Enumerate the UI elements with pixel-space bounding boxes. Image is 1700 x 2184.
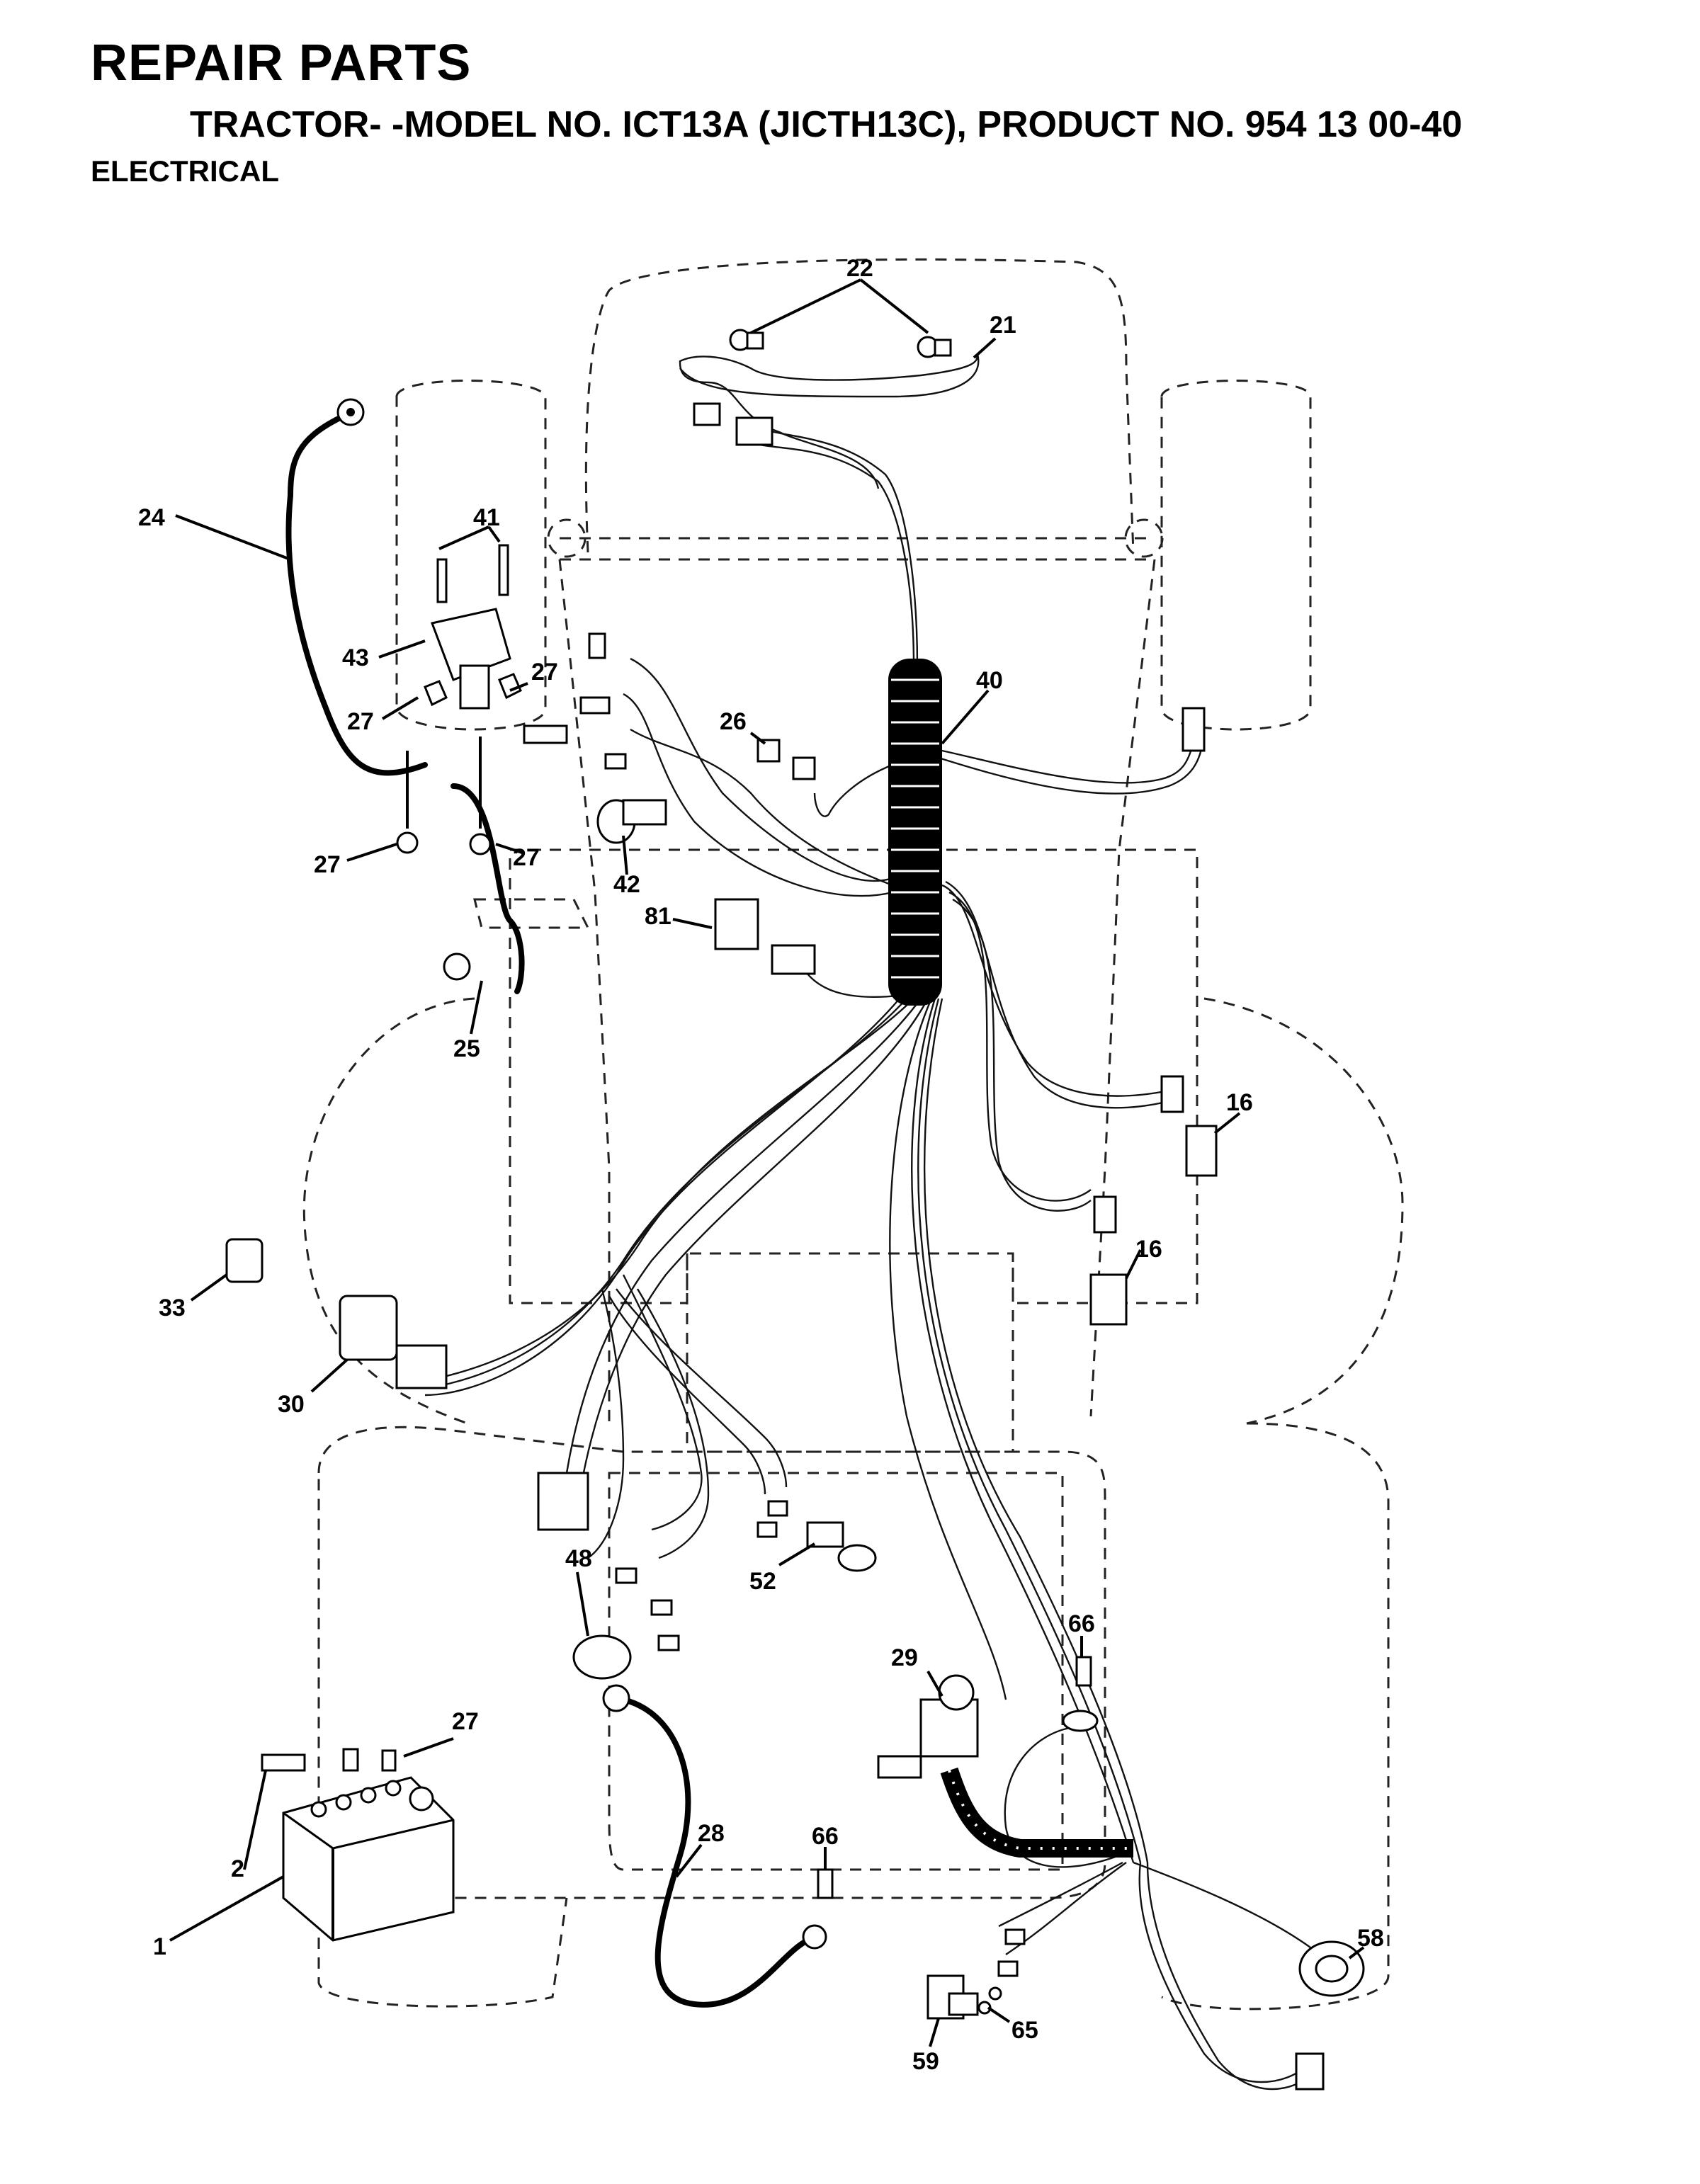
callout-40: 40 <box>976 667 1003 694</box>
callout-58: 58 <box>1357 1925 1384 1952</box>
alarm-58 <box>1298 1940 1365 1997</box>
rear-connector <box>1295 2052 1325 2091</box>
callout-52: 52 <box>749 1568 776 1595</box>
fuse-holder-42 <box>596 799 667 844</box>
switch-16-upper <box>1185 1125 1218 1177</box>
conduit-40 <box>888 659 942 1006</box>
ignition-key-33 <box>225 1238 264 1283</box>
ground-cable-28 <box>602 1684 827 2008</box>
callout-25: 25 <box>453 1035 480 1062</box>
section-label: ELECTRICAL <box>91 154 279 188</box>
callout-66-a: 66 <box>1068 1610 1095 1637</box>
ignition-switch-30 <box>339 1295 398 1361</box>
page-title: REPAIR PARTS <box>91 35 472 91</box>
left-front-wheel <box>395 380 547 731</box>
battery-clamp <box>342 1748 359 1772</box>
wire-harness <box>424 423 1311 2091</box>
headlight-connector <box>735 416 774 446</box>
switch-16-lower-plug <box>1093 1195 1117 1234</box>
callout-27-c: 27 <box>314 851 341 878</box>
connector-52 <box>806 1521 844 1548</box>
fuse-48 <box>572 1634 632 1680</box>
front-axle <box>560 537 1155 561</box>
bolt-66-upper <box>1075 1656 1092 1687</box>
left-rear-wheel <box>317 1897 568 2008</box>
callout-27-e: 27 <box>452 1708 479 1735</box>
callout-22: 22 <box>846 255 873 282</box>
right-rear-fender <box>1203 997 1404 1425</box>
terminal-a <box>588 632 606 659</box>
ignition-switch-plug <box>395 1344 448 1389</box>
callout-27-b: 27 <box>347 708 374 735</box>
callout-27-a: 27 <box>531 659 558 686</box>
callout-16-a: 16 <box>1226 1089 1253 1116</box>
tractor-outline <box>302 258 1404 2010</box>
terminal-d <box>604 753 627 770</box>
bolt-66-lower <box>817 1868 834 1899</box>
callout-48: 48 <box>565 1545 592 1572</box>
callout-labels: 22 21 24 41 43 27 27 27 27 40 26 42 81 2… <box>138 255 1384 2075</box>
battery-bolt-2 <box>261 1753 306 1772</box>
harness-connector-block <box>537 1472 589 1531</box>
diode-26-a <box>756 739 781 763</box>
callout-59: 59 <box>912 2048 939 2075</box>
nut-27-right <box>469 833 492 855</box>
switch-connector-right <box>1182 707 1206 752</box>
callout-65: 65 <box>1012 2017 1038 2044</box>
headlight-assembly <box>679 329 980 489</box>
callout-28: 28 <box>698 1820 725 1847</box>
callout-43: 43 <box>342 644 369 671</box>
hood-outline <box>584 258 1135 553</box>
callout-29: 29 <box>891 1644 918 1671</box>
callout-24: 24 <box>138 504 165 531</box>
ground-cable-24 <box>285 398 428 776</box>
seat-deck <box>317 1426 1106 1899</box>
right-front-wheel <box>1160 380 1312 731</box>
model-subtitle: TRACTOR- -MODEL NO. ICT13A (JICTH13C), P… <box>190 104 1463 145</box>
callout-2: 2 <box>231 1855 244 1882</box>
callout-16-b: 16 <box>1135 1236 1162 1263</box>
frame-body <box>509 848 1198 1304</box>
relay-81-socket <box>771 944 816 975</box>
frame-center <box>686 1253 1014 1453</box>
callout-33: 33 <box>159 1295 186 1321</box>
rear-coil-conduit <box>940 1767 1133 1858</box>
right-spindle <box>1124 518 1164 558</box>
solenoid-43 <box>424 544 522 710</box>
page-header: REPAIR PARTS TRACTOR- -MODEL NO. ICT13A … <box>0 0 1700 198</box>
callout-27-d: 27 <box>513 844 540 871</box>
battery-1 <box>282 1776 455 1942</box>
relay-81 <box>714 898 759 950</box>
callout-1: 1 <box>153 1933 166 1960</box>
diode-26-b <box>792 756 816 780</box>
callout-26: 26 <box>720 708 747 735</box>
callout-66-b: 66 <box>812 1823 839 1850</box>
callout-30: 30 <box>278 1391 305 1418</box>
battery-cable-25 <box>443 783 525 994</box>
clip-outline <box>473 898 590 929</box>
switch-16-upper-plug <box>1160 1075 1184 1113</box>
battery-nut-27 <box>381 1749 397 1772</box>
nut-27-left <box>396 831 419 854</box>
callout-81: 81 <box>645 903 672 930</box>
leader-lines <box>169 278 1365 2047</box>
callout-21: 21 <box>990 312 1016 339</box>
callout-42: 42 <box>613 871 640 898</box>
terminal-c <box>523 724 568 744</box>
left-spindle <box>547 518 586 558</box>
callout-41: 41 <box>473 504 500 531</box>
switch-16-lower <box>1089 1273 1128 1326</box>
terminal-b <box>579 696 611 715</box>
rear-deck <box>1161 1422 1390 2010</box>
